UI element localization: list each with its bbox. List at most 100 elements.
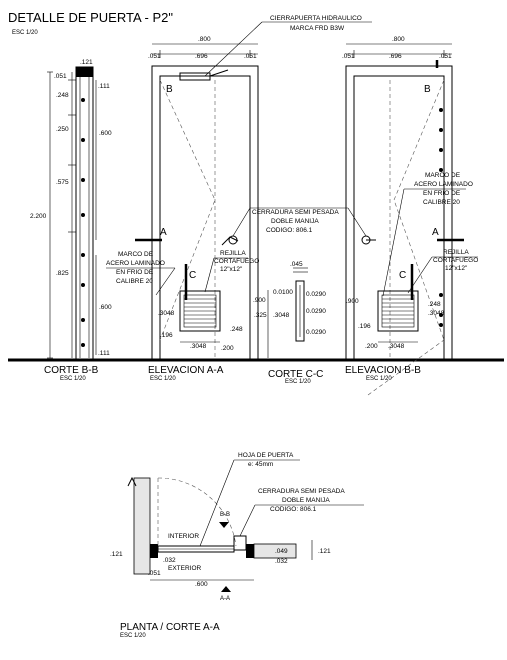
wall-section <box>133 477 151 575</box>
svg-text:INTERIOR: INTERIOR <box>168 533 199 540</box>
svg-text:DOBLE MANIJA: DOBLE MANIJA <box>282 497 330 504</box>
drawing-scale: ESC 1/20 <box>12 30 38 36</box>
svg-text:.825: .825 <box>56 270 69 277</box>
svg-text:CORTAFUEGO: CORTAFUEGO <box>214 258 259 265</box>
svg-text:CALIBRE 20: CALIBRE 20 <box>423 199 460 206</box>
svg-text:.3048: .3048 <box>388 343 405 350</box>
svg-text:EXTERIOR: EXTERIOR <box>168 565 202 572</box>
svg-text:.051: .051 <box>439 53 452 60</box>
svg-text:.111: .111 <box>98 350 110 357</box>
svg-text:ACERO LAMINADO: ACERO LAMINADO <box>106 260 165 267</box>
door-closer <box>179 72 211 81</box>
grille-right-note: REJILLA CORTAFUEGO 12"x12" <box>407 249 478 294</box>
svg-text:.3048: .3048 <box>190 343 207 350</box>
svg-text:A-A: A-A <box>220 596 230 602</box>
svg-text:DOBLE MANIJA: DOBLE MANIJA <box>271 218 319 225</box>
planta-label: PLANTA / CORTE A-A <box>120 622 220 633</box>
svg-text:ESC 1/20: ESC 1/20 <box>120 633 146 639</box>
svg-text:.121: .121 <box>318 548 331 555</box>
svg-text:2.200: 2.200 <box>30 213 47 220</box>
svg-text:EN FRIO DE: EN FRIO DE <box>423 190 461 197</box>
svg-text:12"x12": 12"x12" <box>445 265 468 272</box>
svg-text:EN FRIO DE: EN FRIO DE <box>116 269 154 276</box>
svg-text:.600: .600 <box>195 581 208 588</box>
corte-cc-label: CORTE C-C <box>268 369 323 380</box>
elevacion-aa: B A C .800 .051 .696 .051 .3048 .196 .24… <box>135 36 259 382</box>
svg-text:.325: .325 <box>254 312 267 319</box>
svg-text:ACERO LAMINADO: ACERO LAMINADO <box>414 181 473 188</box>
svg-text:.051: .051 <box>244 53 257 60</box>
frame-plan-left <box>150 544 158 558</box>
svg-text:CERRADURA SEMI PESADA: CERRADURA SEMI PESADA <box>252 209 339 216</box>
svg-text:CORTAFUEGO: CORTAFUEGO <box>433 257 478 264</box>
svg-text:.051: .051 <box>54 73 67 80</box>
grille-left-note: REJILLA CORTAFUEGO 12"x12" <box>204 250 259 293</box>
wall-right <box>253 543 297 559</box>
svg-text:ESC 1/20: ESC 1/20 <box>60 376 86 382</box>
svg-text:.051: .051 <box>148 53 161 60</box>
svg-text:0.0290: 0.0290 <box>306 291 326 298</box>
marker-a: A <box>160 227 167 238</box>
frame-head <box>76 67 93 77</box>
svg-text:HOJA DE PUERTA: HOJA DE PUERTA <box>238 452 294 459</box>
svg-text:REJILLA: REJILLA <box>443 249 469 256</box>
marker-c-right: C <box>399 270 406 281</box>
svg-text:.111: .111 <box>98 83 110 90</box>
drawing-title: DETALLE DE PUERTA - P2" <box>8 10 173 25</box>
corte-bb: .121 .051 .111 .248 .250 .600 .575 2.200… <box>30 59 112 382</box>
elevacion-bb: B A C .800 .051 .696 .051 .900 .196 .248… <box>342 36 464 396</box>
svg-text:0.0100: 0.0100 <box>273 289 293 296</box>
marker-a-right: A <box>432 227 439 238</box>
fire-grille-b <box>377 290 419 332</box>
corte-bb-label: CORTE B-B <box>44 365 99 376</box>
svg-text:ESC 1/20: ESC 1/20 <box>285 379 311 385</box>
svg-text:CERRADURA SEMI PESADA: CERRADURA SEMI PESADA <box>258 488 345 495</box>
svg-text:MARCO DE: MARCO DE <box>425 172 461 179</box>
svg-text:.248: .248 <box>230 326 243 333</box>
svg-text:CODIGO: 806.1: CODIGO: 806.1 <box>266 227 313 234</box>
grille-section <box>295 280 305 342</box>
lock-plan <box>233 535 247 551</box>
svg-text:.045: .045 <box>290 261 303 268</box>
svg-text:REJILLA: REJILLA <box>220 250 246 257</box>
frame-plan-right <box>246 544 254 558</box>
svg-text:.800: .800 <box>392 36 405 43</box>
svg-text:.196: .196 <box>160 332 173 339</box>
elev-bb-label: ELEVACION B-B <box>345 365 421 376</box>
svg-text:.3048: .3048 <box>273 312 290 319</box>
door-swing-arc <box>157 477 237 547</box>
svg-text:.200: .200 <box>221 345 234 352</box>
svg-text:.248: .248 <box>56 92 69 99</box>
svg-text:MARCA FRD B3W: MARCA FRD B3W <box>290 25 345 32</box>
fire-grille <box>179 290 221 332</box>
svg-text:CALIBRE 20: CALIBRE 20 <box>116 278 153 285</box>
svg-text:.696: .696 <box>195 53 208 60</box>
svg-text:.200: .200 <box>365 343 378 350</box>
planta-corte-aa: B-B A-A INTERIOR EXTERIOR HOJA DE PUERTA… <box>110 452 364 639</box>
svg-text:.051: .051 <box>148 570 161 577</box>
svg-text:ESC 1/20: ESC 1/20 <box>150 376 176 382</box>
frame-left-note: MARCO DE ACERO LAMINADO EN FRIO DE CALIB… <box>106 251 176 296</box>
svg-text:.250: .250 <box>56 126 69 133</box>
marker-b-right: B <box>424 84 431 95</box>
svg-text:B-B: B-B <box>220 512 230 518</box>
svg-text:.3048: .3048 <box>428 310 445 317</box>
svg-text:0.0290: 0.0290 <box>306 329 326 336</box>
svg-text:.032: .032 <box>275 558 288 565</box>
svg-text:.600: .600 <box>99 304 112 311</box>
svg-text:0.0290: 0.0290 <box>306 308 326 315</box>
svg-text:.3048: .3048 <box>158 310 175 317</box>
door-closer-note: CIERRAPUERTA HIDRAULICO MARCA FRD B3W <box>204 15 372 77</box>
svg-text:.900: .900 <box>253 297 266 304</box>
marker-c: C <box>189 270 196 281</box>
svg-text:.051: .051 <box>342 53 355 60</box>
svg-text:.900: .900 <box>346 298 359 305</box>
svg-text:.049: .049 <box>275 548 288 555</box>
lock-note: CERRADURA SEMI PESADA DOBLE MANIJA CODIG… <box>232 207 367 237</box>
svg-text:.575: .575 <box>56 179 69 186</box>
svg-text:ESC 1/20: ESC 1/20 <box>366 376 392 382</box>
svg-text:.121: .121 <box>80 59 93 66</box>
svg-text:.600: .600 <box>99 130 112 137</box>
svg-text:12"x12": 12"x12" <box>220 266 243 273</box>
